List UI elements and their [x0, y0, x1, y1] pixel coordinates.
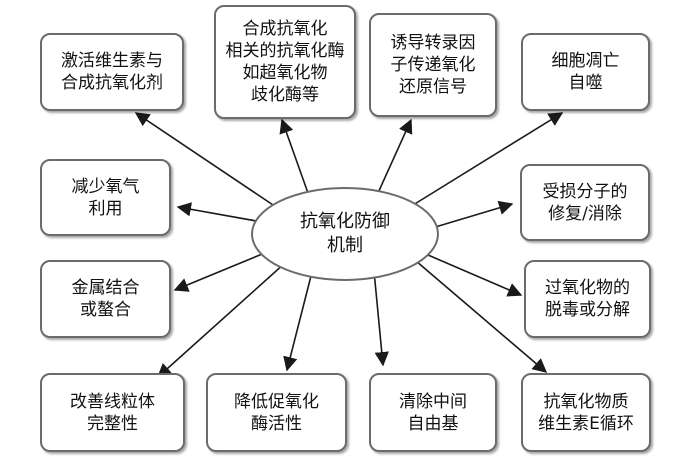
- node-label: 金属结合 或螯合: [71, 278, 140, 320]
- node-n4: 细胞凋亡 自噬: [521, 33, 650, 111]
- center-node: 抗氧化防御 机制: [252, 188, 438, 280]
- node-label: 过氧化物的 脱毒或分解: [545, 278, 630, 320]
- node-n1: 激活维生素与 合成抗氧化剂: [40, 33, 184, 111]
- arrow-to-n3: [377, 118, 413, 194]
- node-n10: 降低促氧化 酶活性: [206, 373, 347, 452]
- arrow-to-n2: [279, 118, 309, 194]
- arrow-to-n6: [431, 200, 514, 229]
- node-n2: 合成抗氧化 相关的抗氧化酶 如超氧化物 歧化酶等: [214, 5, 356, 119]
- node-label: 细胞凋亡 自噬: [551, 51, 620, 93]
- node-label: 受损分子的 修复/消除: [542, 181, 628, 224]
- node-n12: 抗氧化物质 维生素E循环: [521, 373, 651, 452]
- arrow-to-n8: [427, 254, 523, 297]
- arrow-to-n10: [283, 271, 313, 372]
- node-label: 激活维生素与 合成抗氧化剂: [61, 51, 163, 93]
- node-n9: 改善线粒体 完整性: [40, 373, 185, 452]
- node-n8: 过氧化物的 脱毒或分解: [524, 260, 651, 338]
- node-n6: 受损分子的 修复/消除: [520, 164, 650, 241]
- node-label: 降低促氧化 酶活性: [234, 391, 319, 434]
- node-label: 合成抗氧化 相关的抗氧化酶 如超氧化物 歧化酶等: [225, 19, 345, 105]
- arrow-to-n9: [156, 262, 286, 378]
- node-n7: 金属结合 或螯合: [40, 260, 171, 338]
- arrow-to-n12: [415, 260, 548, 373]
- center-label: 抗氧化防御 机制: [300, 211, 390, 256]
- arrow-to-n4: [404, 112, 564, 211]
- node-n11: 清除中间 自由基: [369, 373, 497, 452]
- arrows-group: [134, 112, 564, 378]
- node-label: 抗氧化物质 维生素E循环: [538, 391, 634, 434]
- arrow-to-n1: [134, 112, 289, 216]
- arrow-to-n7: [173, 249, 273, 292]
- node-label: 清除中间 自由基: [399, 391, 467, 434]
- node-label: 改善线粒体 完整性: [70, 391, 155, 434]
- node-label: 诱导转录因 子传递氧化 还原信号: [390, 33, 476, 97]
- center-ellipse: [251, 187, 439, 281]
- arrow-to-n5: [176, 202, 263, 223]
- node-n5: 减少氧气 利用: [40, 159, 171, 236]
- node-label: 减少氧气 利用: [71, 176, 140, 219]
- node-n3: 诱导转录因 子传递氧化 还原信号: [369, 13, 497, 117]
- arrow-to-n11: [373, 270, 389, 367]
